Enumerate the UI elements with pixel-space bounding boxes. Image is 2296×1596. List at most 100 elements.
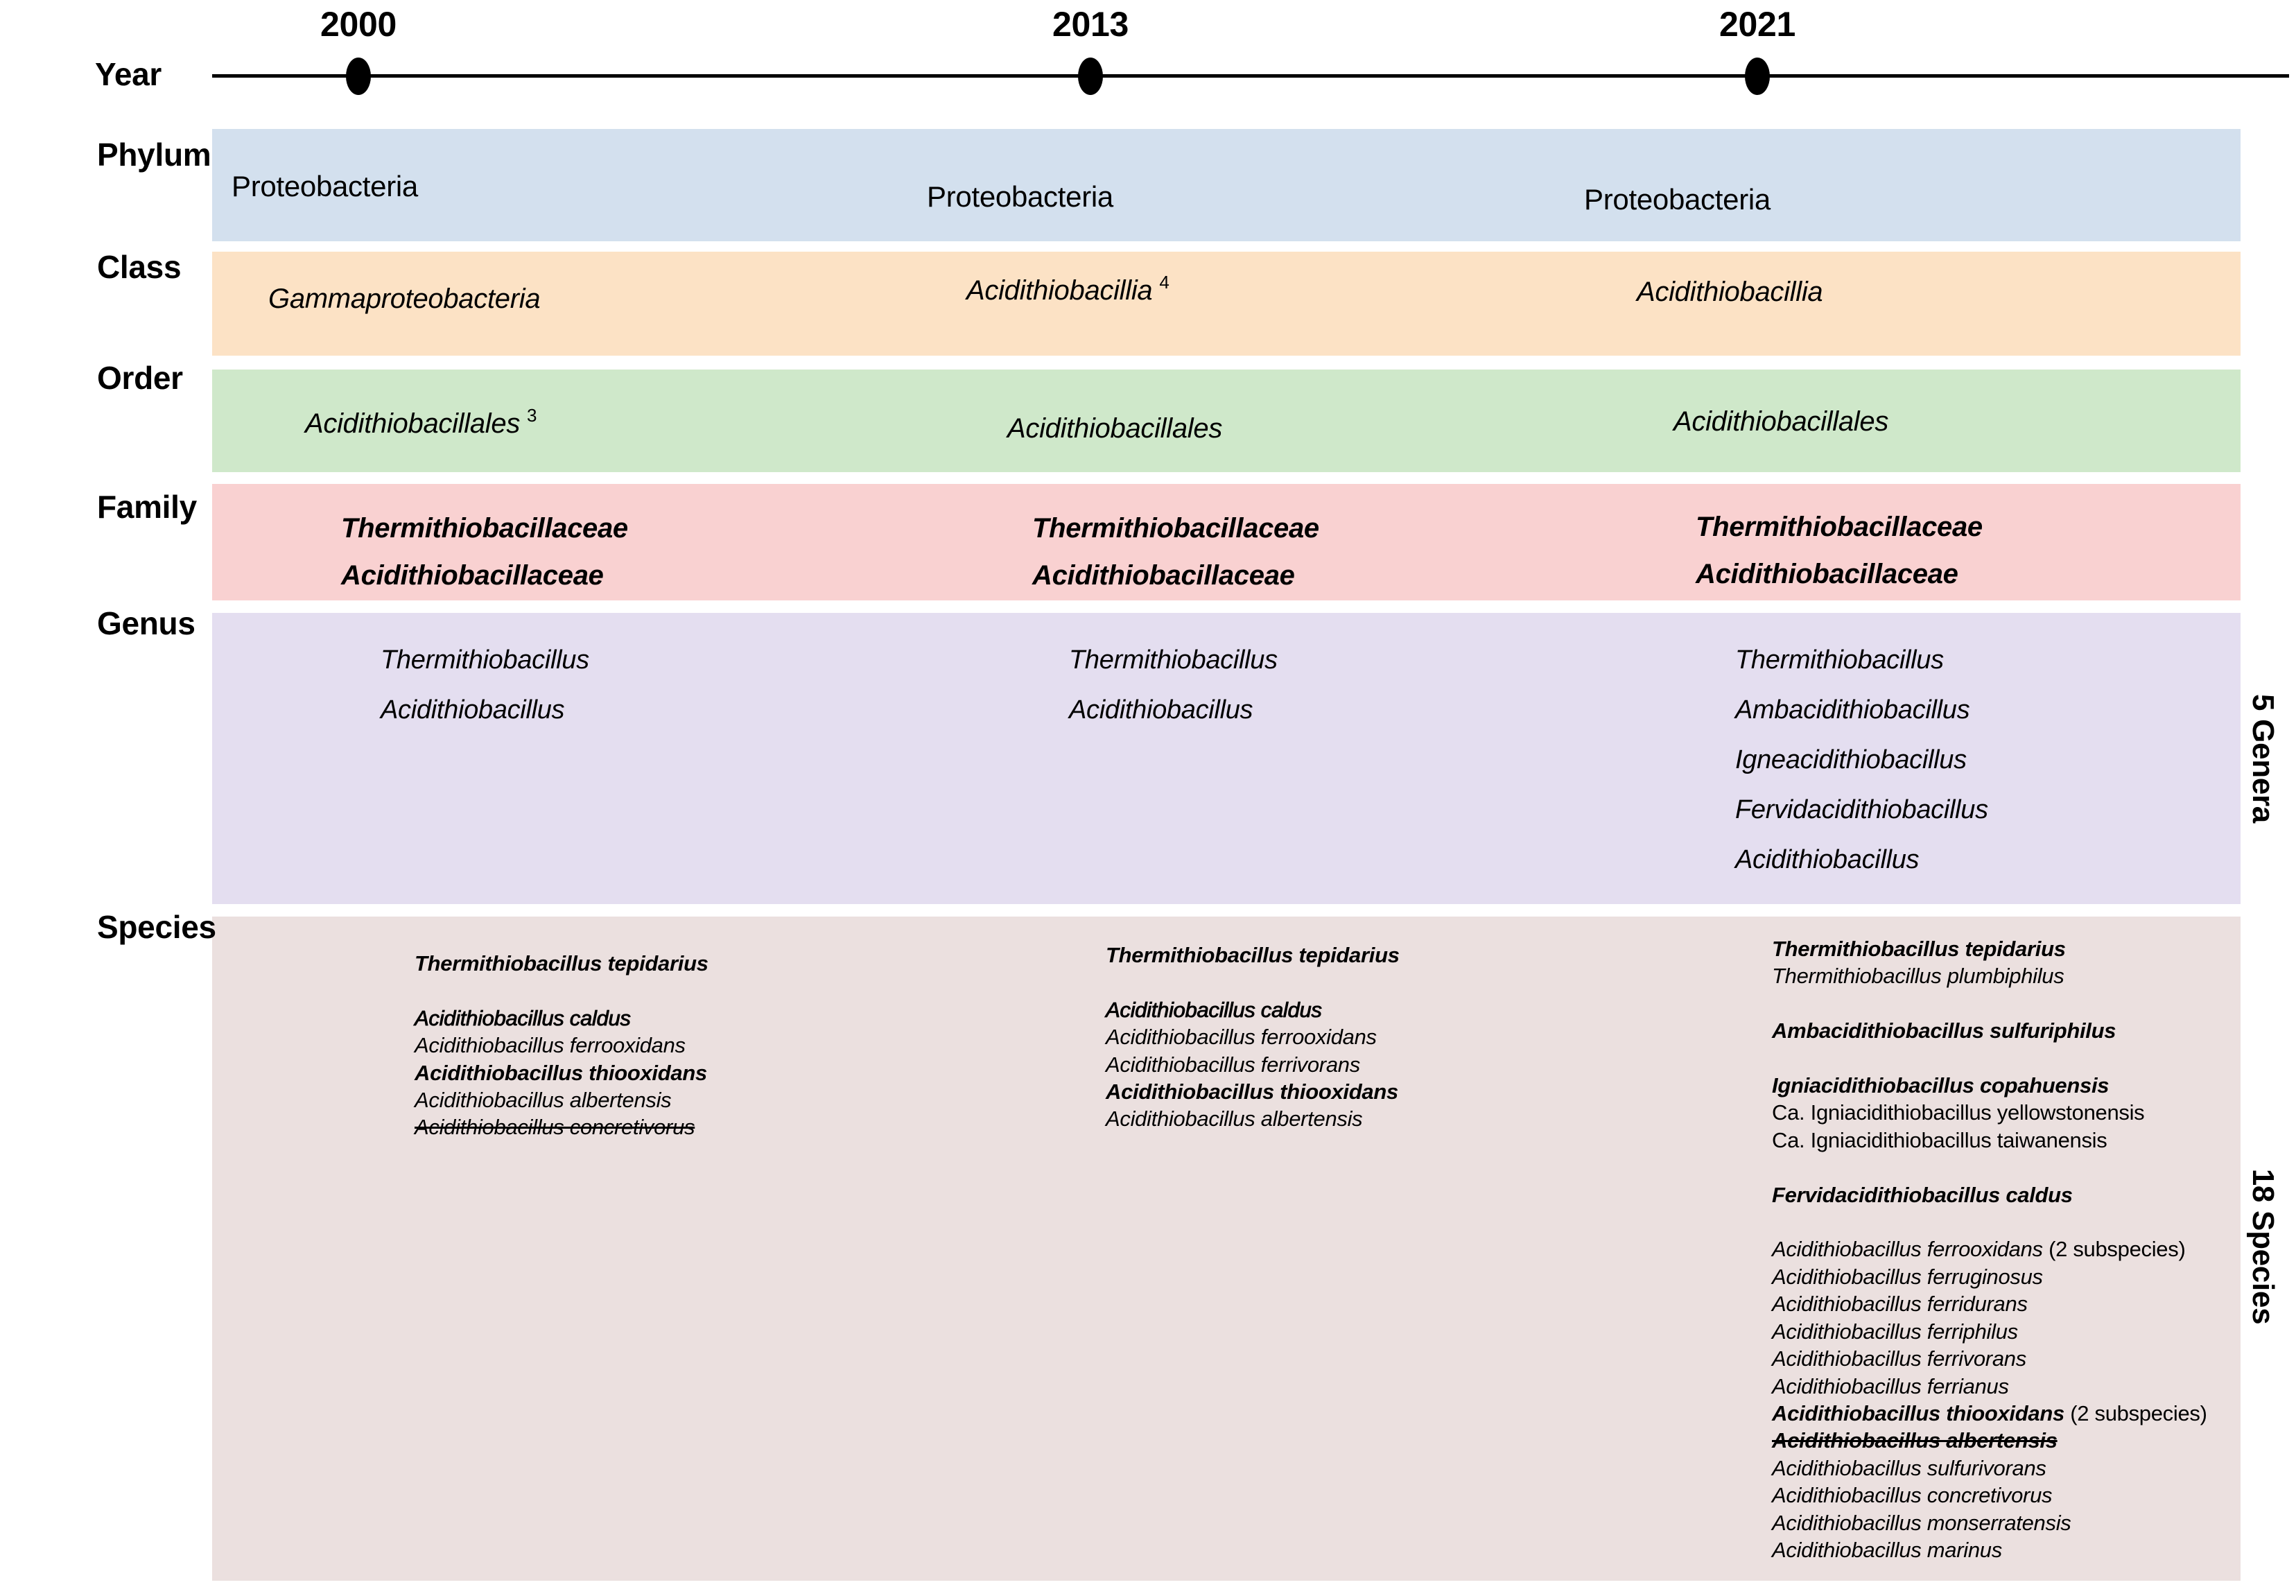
taxon-line: Acidithiobacillus concretivorus <box>415 1113 708 1140</box>
taxon-name: Fervidacidithiobacillus caldus <box>1772 1182 2073 1207</box>
band-family <box>212 484 2241 600</box>
taxon-name: Acidithiobacillus marinus <box>1772 1537 2002 1562</box>
genera-count-label: 5 Genera <box>2246 694 2280 823</box>
taxon-line: Igniacidithiobacillus copahuensis <box>1772 1072 2207 1099</box>
blank-line <box>1772 1208 2207 1235</box>
taxon-name: Gammaproteobacteria <box>268 284 541 314</box>
rank-label-class: Class <box>97 249 182 285</box>
rank-label-genus: Genus <box>97 605 195 641</box>
taxon-line: Acidithiobacillus ferridurans <box>1772 1290 2207 1317</box>
taxon-name: Acidithiobacillus ferrivorans <box>1106 1052 1360 1077</box>
taxon-line: Proteobacteria <box>1584 182 1771 218</box>
taxon-line: Acidithiobacillus thiooxidans <box>415 1059 708 1086</box>
band-species <box>212 917 2241 1581</box>
taxon-name: Fervidacidithiobacillus <box>1735 795 1988 824</box>
taxon-name: Acidithiobacillus <box>1069 695 1253 725</box>
rank-label-order: Order <box>97 360 183 396</box>
taxon-line: Thermithiobacillus <box>1069 635 1278 685</box>
cell-species-2013: Thermithiobacillus tepidarius Acidithiob… <box>1106 942 1400 1133</box>
taxon-line: Acidithiobacillales 3 <box>305 405 537 444</box>
taxon-line: Acidithiobacillaceae <box>1696 550 1983 598</box>
taxon-line: Acidithiobacillaceae <box>1032 552 1319 599</box>
taxon-name: Proteobacteria <box>232 170 418 202</box>
cell-order-2013: Acidithiobacillales <box>1007 411 1222 446</box>
taxon-name: Thermithiobacillus <box>381 645 589 675</box>
taxon-name: Thermithiobacillaceae <box>341 513 628 544</box>
taxon-suffix: (2 subspecies) <box>2064 1400 2207 1425</box>
taxon-name: Proteobacteria <box>927 180 1113 213</box>
rank-label-species: Species <box>97 909 216 945</box>
taxon-line: Acidithiobacillus ferrooxidans (2 subspe… <box>1772 1235 2207 1263</box>
year-axis-label: Year <box>95 56 162 92</box>
taxon-name: Acidithiobacillales <box>305 408 521 439</box>
taxon-line: Proteobacteria <box>232 168 418 205</box>
taxon-line: Acidithiobacillus ferriphilus <box>1772 1318 2207 1345</box>
taxon-line: Thermithiobacillaceae <box>1696 503 1983 550</box>
taxon-line: Gammaproteobacteria <box>268 281 541 316</box>
cell-phylum-2021: Proteobacteria <box>1584 182 1771 218</box>
taxon-name: Acidithiobacillus ferriphilus <box>1772 1319 2018 1344</box>
timeline-line <box>212 74 2289 78</box>
taxon-name: Acidithiobacillus caldus <box>1106 997 1323 1022</box>
taxon-name: Thermithiobacillus tepidarius <box>415 951 708 975</box>
taxon-line: Acidithiobacillia <box>1637 275 1823 309</box>
taxon-line: Thermithiobacillus <box>1735 635 1988 685</box>
rank-label-family: Family <box>97 489 197 525</box>
taxon-line: Acidithiobacillus ferrooxidans <box>415 1032 708 1059</box>
cell-class-2021: Acidithiobacillia <box>1637 275 1823 309</box>
taxon-name: Acidithiobacillus ferridurans <box>1772 1292 2028 1317</box>
taxon-name: Acidithiobacillus sulfurivorans <box>1772 1455 2046 1480</box>
taxon-line: Thermithiobacillus tepidarius <box>1106 942 1400 969</box>
taxon-line: Acidithiobacillus <box>1735 835 1988 885</box>
taxon-line: Acidithiobacillales <box>1673 404 1888 439</box>
taxon-line: Acidithiobacillus thiooxidans <box>1106 1078 1400 1105</box>
band-phylum <box>212 129 2241 241</box>
taxon-line: Acidithiobacillaceae <box>341 552 628 599</box>
taxon-name: Acidithiobacillus monserratensis <box>1772 1510 2071 1535</box>
taxon-name: Thermithiobacillus <box>1069 645 1278 675</box>
taxon-line: Thermithiobacillus tepidarius <box>1772 935 2207 962</box>
taxon-line: Acidithiobacillus ferruginosus <box>1772 1263 2207 1290</box>
taxon-line: Thermithiobacillus <box>381 635 589 685</box>
blank-line <box>415 977 708 1004</box>
taxon-name: Ambacidithiobacillus sulfuriphilus <box>1772 1018 2116 1043</box>
taxon-line: Proteobacteria <box>927 179 1113 215</box>
rank-label-phylum: Phylum <box>97 137 211 173</box>
taxon-name: Thermithiobacillus plumbiphilus <box>1772 964 2064 989</box>
cell-order-2000: Acidithiobacillales 3 <box>305 405 537 444</box>
blank-line <box>1772 1154 2207 1181</box>
taxon-name: Igneacidithiobacillus <box>1735 745 1967 774</box>
taxon-line: Acidithiobacillales <box>1007 411 1222 446</box>
taxon-line: Thermithiobacillaceae <box>1032 505 1319 552</box>
taxon-name: Ca. Igniacidithiobacillus yellowstonensi… <box>1772 1100 2145 1125</box>
taxon-line: Acidithiobacillus marinus <box>1772 1536 2207 1563</box>
taxon-name: Acidithiobacillia <box>966 275 1153 306</box>
taxon-line: Acidithiobacillus caldus <box>415 1005 708 1032</box>
taxon-name: Acidithiobacillus <box>1735 845 1920 874</box>
taxon-name: Ca. Igniacidithiobacillus taiwanensis <box>1772 1127 2107 1152</box>
taxon-line: Ca. Igniacidithiobacillus yellowstonensi… <box>1772 1099 2207 1126</box>
taxon-name: Thermithiobacillaceae <box>1032 513 1319 544</box>
band-class <box>212 252 2241 356</box>
blank-line <box>1106 969 1400 996</box>
taxon-name: Acidithiobacillales <box>1673 406 1889 437</box>
taxon-line: Acidithiobacillus caldus <box>1106 996 1400 1023</box>
taxon-name: Igniacidithiobacillus copahuensis <box>1772 1073 2110 1098</box>
taxon-line: Thermithiobacillus plumbiphilus <box>1772 962 2207 989</box>
taxon-name: Acidithiobacillus albertensis <box>415 1088 672 1113</box>
footnote-superscript: 3 <box>527 405 537 426</box>
taxon-suffix: (2 subspecies) <box>2042 1237 2186 1262</box>
blank-line <box>1772 990 2207 1017</box>
timeline-dot-2021 <box>1745 58 1770 95</box>
taxon-line: Thermithiobacillus tepidarius <box>415 950 708 977</box>
taxon-name: Acidithiobacillaceae <box>341 560 604 591</box>
taxon-name: Acidithiobacillus caldus <box>415 1005 632 1030</box>
taxon-name: Thermithiobacillaceae <box>1696 512 1983 542</box>
taxon-line: Acidithiobacillus <box>1069 685 1278 735</box>
taxon-name: Acidithiobacillus ferrianus <box>1772 1373 2009 1398</box>
